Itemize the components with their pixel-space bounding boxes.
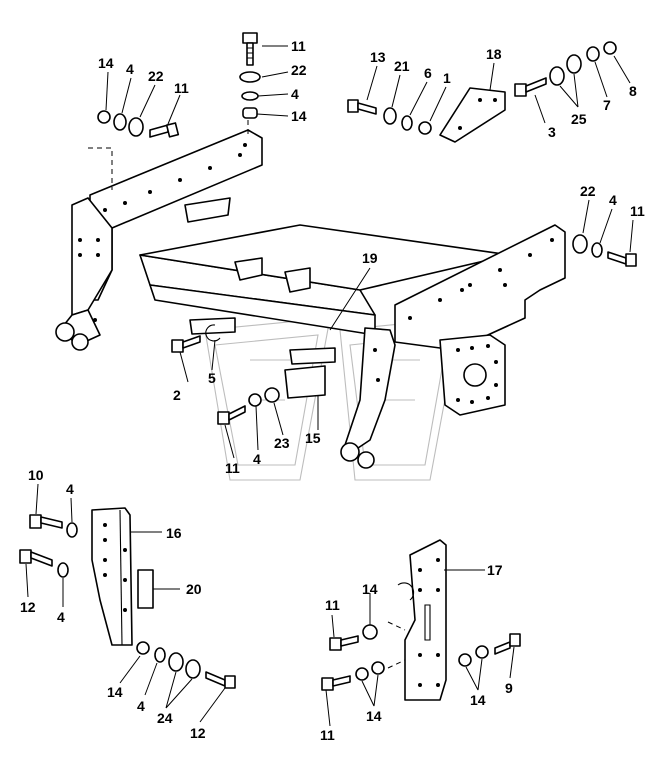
callout-23: 23 — [274, 435, 290, 451]
callout-6: 6 — [424, 65, 432, 81]
nut-23 — [264, 387, 280, 403]
leader-lines — [25, 45, 634, 727]
washer-24a — [168, 652, 184, 672]
callout-18: 18 — [486, 46, 502, 62]
lock-washer-4-right — [591, 242, 603, 258]
callout-4-mid: 4 — [253, 451, 261, 467]
bolt-2 — [171, 335, 201, 353]
callout-22-top: 22 — [291, 62, 307, 78]
callout-14-bl: 14 — [107, 684, 123, 700]
nut-14-br-c — [458, 653, 472, 667]
callout-4-right: 4 — [609, 192, 617, 208]
nut-1 — [418, 121, 432, 135]
washer-25b — [566, 54, 582, 74]
callout-9: 9 — [505, 680, 513, 696]
bolt-3 — [514, 77, 547, 97]
callout-20: 20 — [186, 581, 202, 597]
callout-10: 10 — [28, 467, 44, 483]
bolt-11-left — [149, 122, 180, 138]
callout-14-br-top: 14 — [362, 581, 378, 597]
callout-4-top: 4 — [291, 86, 299, 102]
callout-11-mid: 11 — [225, 460, 240, 476]
callout-22-left: 22 — [148, 68, 164, 84]
callout-4-bl3: 4 — [137, 698, 145, 714]
lock-washer-4-bl2 — [57, 562, 69, 578]
callout-24: 24 — [157, 710, 173, 726]
callout-11-br-top: 11 — [325, 597, 340, 613]
bolt-11-mid — [217, 405, 246, 425]
callout-13: 13 — [370, 49, 386, 65]
lock-washer-4-left — [113, 113, 127, 131]
callout-labels: 11 22 4 14 14 4 22 11 13 21 6 1 18 3 25 … — [20, 38, 645, 743]
callout-8: 8 — [629, 83, 637, 99]
lock-washer-4-top — [241, 91, 259, 101]
callout-11-right: 11 — [630, 203, 645, 219]
bolt-11-right — [607, 251, 637, 267]
callout-14-top: 14 — [291, 108, 307, 124]
nut-14-br-top — [362, 624, 378, 640]
callout-7: 7 — [603, 97, 611, 113]
bolt-9 — [494, 633, 521, 655]
bracket-17 — [387, 539, 447, 701]
bolt-12-right — [205, 671, 236, 689]
washer-21 — [383, 107, 397, 125]
washer-22-top — [239, 71, 261, 83]
washer-24b — [185, 659, 201, 679]
bolt-13 — [347, 99, 377, 115]
callout-22-right: 22 — [580, 183, 596, 199]
callout-3: 3 — [548, 124, 556, 140]
callout-4-left: 4 — [126, 61, 134, 77]
lock-washer-7 — [586, 46, 600, 62]
bolt-11-br-top — [329, 635, 359, 651]
callout-17: 17 — [487, 562, 503, 578]
lock-washer-4-bl3 — [154, 647, 166, 663]
washer-22-left — [128, 117, 144, 137]
callout-14-left: 14 — [98, 55, 114, 71]
callout-21: 21 — [394, 58, 410, 74]
nut-14-br-d — [475, 645, 489, 659]
main-frame-assembly — [55, 120, 566, 469]
nut-14-top — [242, 107, 258, 119]
nut-8 — [603, 41, 617, 55]
plate-20 — [137, 569, 154, 609]
callout-4-bl2: 4 — [57, 609, 65, 625]
clip-5 — [205, 324, 221, 342]
callout-14-br-right: 14 — [470, 692, 486, 708]
callout-11-left: 11 — [174, 80, 189, 96]
callout-19: 19 — [362, 250, 378, 266]
lock-washer-6 — [401, 115, 413, 131]
callout-5: 5 — [208, 370, 216, 386]
bracket-16 — [91, 507, 133, 646]
nut-14-br-b — [371, 661, 385, 675]
callout-12-right: 12 — [190, 725, 206, 741]
bolt-11-top — [242, 32, 258, 66]
nut-14-br-a — [355, 667, 369, 681]
callout-12-left: 12 — [20, 599, 36, 615]
callout-25: 25 — [571, 111, 587, 127]
callout-16: 16 — [166, 525, 182, 541]
bracket-18 — [439, 87, 506, 143]
bolt-12-left — [19, 549, 53, 567]
washer-25a — [549, 66, 565, 86]
callout-2: 2 — [173, 387, 181, 403]
callout-14-br-bot: 14 — [366, 708, 382, 724]
bolt-11-br-bot — [321, 675, 351, 691]
nut-14-bl — [136, 641, 150, 655]
callout-1: 1 — [443, 70, 451, 86]
bolt-10 — [29, 514, 63, 529]
lock-washer-4-mid — [248, 393, 262, 407]
lock-washer-4-bl1 — [66, 522, 78, 538]
callout-15: 15 — [305, 430, 321, 446]
callout-4-bl1: 4 — [66, 481, 74, 497]
washer-22-right — [572, 234, 588, 254]
nut-14-left — [97, 110, 111, 124]
callout-11-top: 11 — [291, 38, 306, 54]
callout-11-br-bot: 11 — [320, 727, 335, 743]
